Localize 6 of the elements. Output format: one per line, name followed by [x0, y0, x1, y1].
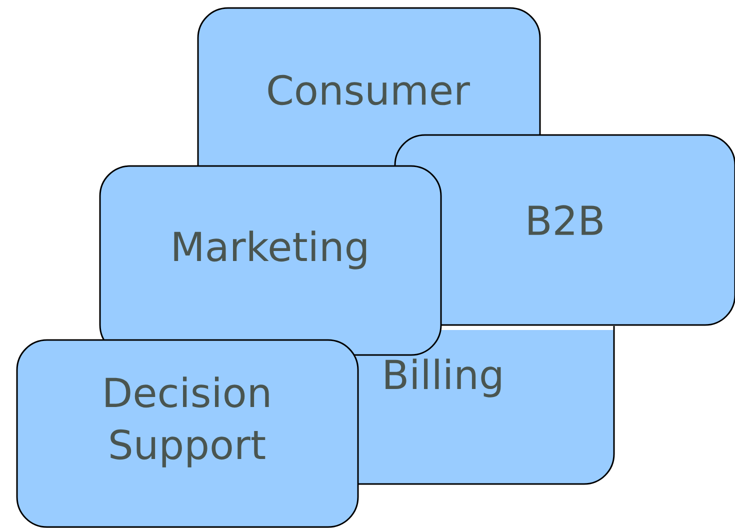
- rounded-box: Consumer: [197, 7, 541, 170]
- node-label: Billing: [386, 358, 501, 398]
- rounded-box: Decision Support: [16, 339, 359, 528]
- node-label: B2B: [528, 205, 602, 235]
- rounded-box: Billing: [356, 326, 615, 485]
- rounded-box: Marketing: [99, 165, 442, 356]
